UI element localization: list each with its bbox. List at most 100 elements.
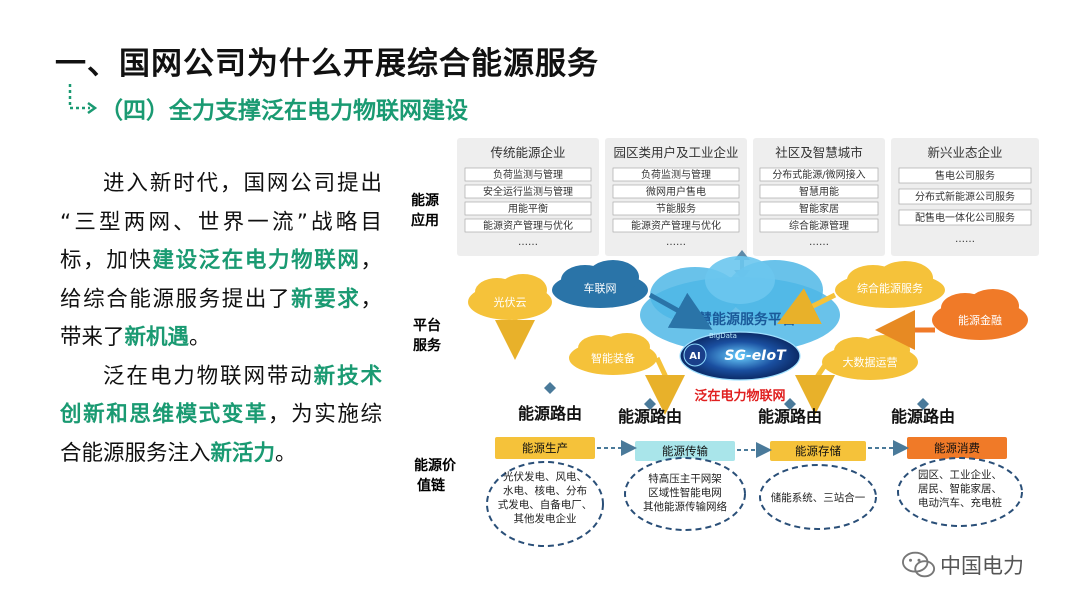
svg-text:能源路由: 能源路由 <box>758 407 822 426</box>
chain-transmission: 能源传输 特高压主干网架 区域性智能电网 其他能源传输网络 <box>624 441 746 531</box>
svg-text:园区类用户及工业企业: 园区类用户及工业企业 <box>613 145 738 160</box>
svg-text:配售电一体化公司服务: 配售电一体化公司服务 <box>915 211 1015 224</box>
energy-iot-diagram: 能源 应用 平台 服务 能源价 值链 传统能源企业 负荷监测与管理 安全运行监测… <box>411 138 1039 547</box>
svg-text:能源存储: 能源存储 <box>795 444 841 458</box>
paragraph-2: 泛在电力物联网带动新技术创新和思维模式变革，为实施综合能源服务注入新活力。 <box>60 358 382 474</box>
body-text: 泛在电力物联网带动 <box>103 363 314 389</box>
highlight-text: 新技术创新和思维模式变革 <box>60 363 382 428</box>
chain-consumption: 能源消费 园区、工业企业、 居民、智能家居、 电动汽车、充电桩 <box>897 437 1023 527</box>
app-category-community: 社区及智慧城市 分布式能源/微网接入 智慧用能 智能家居 综合能源管理 …… <box>753 138 885 256</box>
highlight-text: 新活力 <box>210 440 276 466</box>
app-category-new-business: 新兴业态企业 售电公司服务 分布式新能源公司服务 配售电一体化公司服务 …… <box>891 138 1039 256</box>
svg-text:SG-eIoT: SG-eIoT <box>724 348 787 364</box>
svg-text:负荷监测与管理: 负荷监测与管理 <box>641 168 711 181</box>
svg-text:能源路由: 能源路由 <box>618 407 682 426</box>
app-category-traditional: 传统能源企业 负荷监测与管理 安全运行监测与管理 用能平衡 能源资产管理与优化 … <box>457 138 599 256</box>
body-text: ，带来了 <box>60 286 382 351</box>
svg-text:社区及智慧城市: 社区及智慧城市 <box>775 145 863 160</box>
svg-text:能源: 能源 <box>411 192 439 209</box>
watermark-text: 中国电力 <box>940 554 1024 578</box>
svg-text:能源传输: 能源传输 <box>662 444 708 458</box>
svg-text:微网用户售电: 微网用户售电 <box>646 185 706 198</box>
svg-text:应用: 应用 <box>411 212 439 229</box>
section-subtitle: （四）全力支撑泛在电力物联网建设 <box>100 98 468 124</box>
svg-text:居民、智能家居、: 居民、智能家居、 <box>918 482 1002 495</box>
body-text: 。 <box>189 325 211 350</box>
svg-text:平台: 平台 <box>413 317 441 334</box>
svg-text:能源生产: 能源生产 <box>522 441 568 455</box>
svg-text:泛在电力物联网: 泛在电力物联网 <box>694 388 785 404</box>
svg-text:大数据运营: 大数据运营 <box>843 355 898 369</box>
layer-label-value-chain: 能源价 值链 <box>414 457 457 494</box>
svg-text:安全运行监测与管理: 安全运行监测与管理 <box>483 185 573 198</box>
svg-text:特高压主干网架: 特高压主干网架 <box>648 472 722 485</box>
cloud-bigdata: 大数据运营 <box>822 335 918 380</box>
svg-text:车联网: 车联网 <box>584 281 617 295</box>
svg-text:能源资产管理与优化: 能源资产管理与优化 <box>631 219 721 232</box>
highlight-text: 新机遇 <box>124 325 190 350</box>
svg-text:综合能源服务: 综合能源服务 <box>857 281 923 295</box>
wechat-icon <box>902 551 936 578</box>
layer-label-platform: 平台 服务 <box>413 317 442 354</box>
svg-text:光伏发电、风电、: 光伏发电、风电、 <box>503 470 587 483</box>
cloud-smart-equipment: 智能装备 <box>569 333 657 375</box>
svg-text:分布式新能源公司服务: 分布式新能源公司服务 <box>915 190 1015 203</box>
body-text: ，为实施综合能源服务注入 <box>60 402 382 466</box>
svg-text:……: …… <box>518 237 538 248</box>
svg-text:能源消费: 能源消费 <box>934 441 980 455</box>
body-text: 进入新时代，国网公司提出 “三型两网、世界一流”战略目标，加快 <box>60 171 382 273</box>
svg-text:传统能源企业: 传统能源企业 <box>490 145 565 160</box>
highlight-text: 新要求 <box>291 286 361 312</box>
cloud-arrows <box>495 288 935 415</box>
sgeiot-core: AI BigData SG-eIoT 泛在电力物联网 <box>679 331 801 404</box>
app-category-park: 园区类用户及工业企业 负荷监测与管理 微网用户售电 节能服务 能源资产管理与优化… <box>605 138 747 256</box>
svg-text:能源金融: 能源金融 <box>958 313 1002 327</box>
svg-text:水电、核电、分布: 水电、核电、分布 <box>503 484 587 497</box>
svg-text:BigData: BigData <box>709 332 737 340</box>
svg-text:用能平衡: 用能平衡 <box>508 202 548 215</box>
svg-text:其他发电企业: 其他发电企业 <box>514 512 577 525</box>
svg-text:光伏云: 光伏云 <box>494 295 527 309</box>
cloud-ev: 车联网 <box>552 260 648 308</box>
svg-text:智慧用能: 智慧用能 <box>799 185 839 198</box>
svg-text:其他能源传输网络: 其他能源传输网络 <box>643 500 727 513</box>
body-text: 。 <box>275 440 297 466</box>
paragraph-1: 进入新时代，国网公司提出 “三型两网、世界一流”战略目标，加快建设泛在电力物联网… <box>60 165 382 358</box>
svg-text:智慧能源服务平台: 智慧能源服务平台 <box>683 311 796 328</box>
cloud-finance: 能源金融 <box>932 289 1028 340</box>
svg-text:分布式能源/微网接入: 分布式能源/微网接入 <box>772 168 865 181</box>
svg-text:智能装备: 智能装备 <box>591 351 635 365</box>
chain-arrows <box>597 440 909 458</box>
chain-storage: 能源存储 储能系统、三站合一 <box>759 441 877 530</box>
svg-text:智能家居: 智能家居 <box>799 202 839 215</box>
dashed-arrow-icon <box>68 84 98 115</box>
cloud-pv: 光伏云 <box>468 274 552 320</box>
svg-text:园区、工业企业、: 园区、工业企业、 <box>918 468 1002 481</box>
svg-text:新兴业态企业: 新兴业态企业 <box>927 145 1002 160</box>
svg-text:负荷监测与管理: 负荷监测与管理 <box>493 168 563 181</box>
cloud-comprehensive: 综合能源服务 <box>835 261 945 308</box>
svg-text:……: …… <box>809 237 829 248</box>
layer-label-application: 能源 应用 <box>411 192 439 229</box>
svg-text:能源资产管理与优化: 能源资产管理与优化 <box>483 219 573 232</box>
body-text: ，给综合能源服务提出了 <box>60 248 382 312</box>
svg-text:能源路由: 能源路由 <box>891 407 955 426</box>
highlight-text: 建设泛在电力物联网 <box>152 248 361 273</box>
svg-text:……: …… <box>955 234 975 245</box>
intro-text: 进入新时代，国网公司提出 “三型两网、世界一流”战略目标，加快建设泛在电力物联网… <box>60 165 382 473</box>
svg-text:售电公司服务: 售电公司服务 <box>935 169 995 182</box>
svg-text:AI: AI <box>689 351 700 362</box>
svg-text:节能服务: 节能服务 <box>656 202 696 215</box>
svg-text:……: …… <box>666 237 686 248</box>
svg-text:电动汽车、充电桩: 电动汽车、充电桩 <box>918 496 1002 509</box>
chain-production: 能源生产 光伏发电、风电、 水电、核电、分布 式发电、自备电厂、 其他发电企业 <box>486 437 604 547</box>
svg-text:区域性智能电网: 区域性智能电网 <box>648 486 722 499</box>
svg-text:能源路由: 能源路由 <box>518 404 582 423</box>
page-title: 一、国网公司为什么开展综合能源服务 <box>55 46 599 82</box>
svg-text:式发电、自备电厂、: 式发电、自备电厂、 <box>498 498 593 511</box>
svg-text:值链: 值链 <box>417 477 446 494</box>
svg-text:服务: 服务 <box>413 337 442 354</box>
svg-text:能源价: 能源价 <box>414 457 457 474</box>
svg-text:综合能源管理: 综合能源管理 <box>789 219 849 232</box>
svg-text:储能系统、三站合一: 储能系统、三站合一 <box>771 491 866 504</box>
